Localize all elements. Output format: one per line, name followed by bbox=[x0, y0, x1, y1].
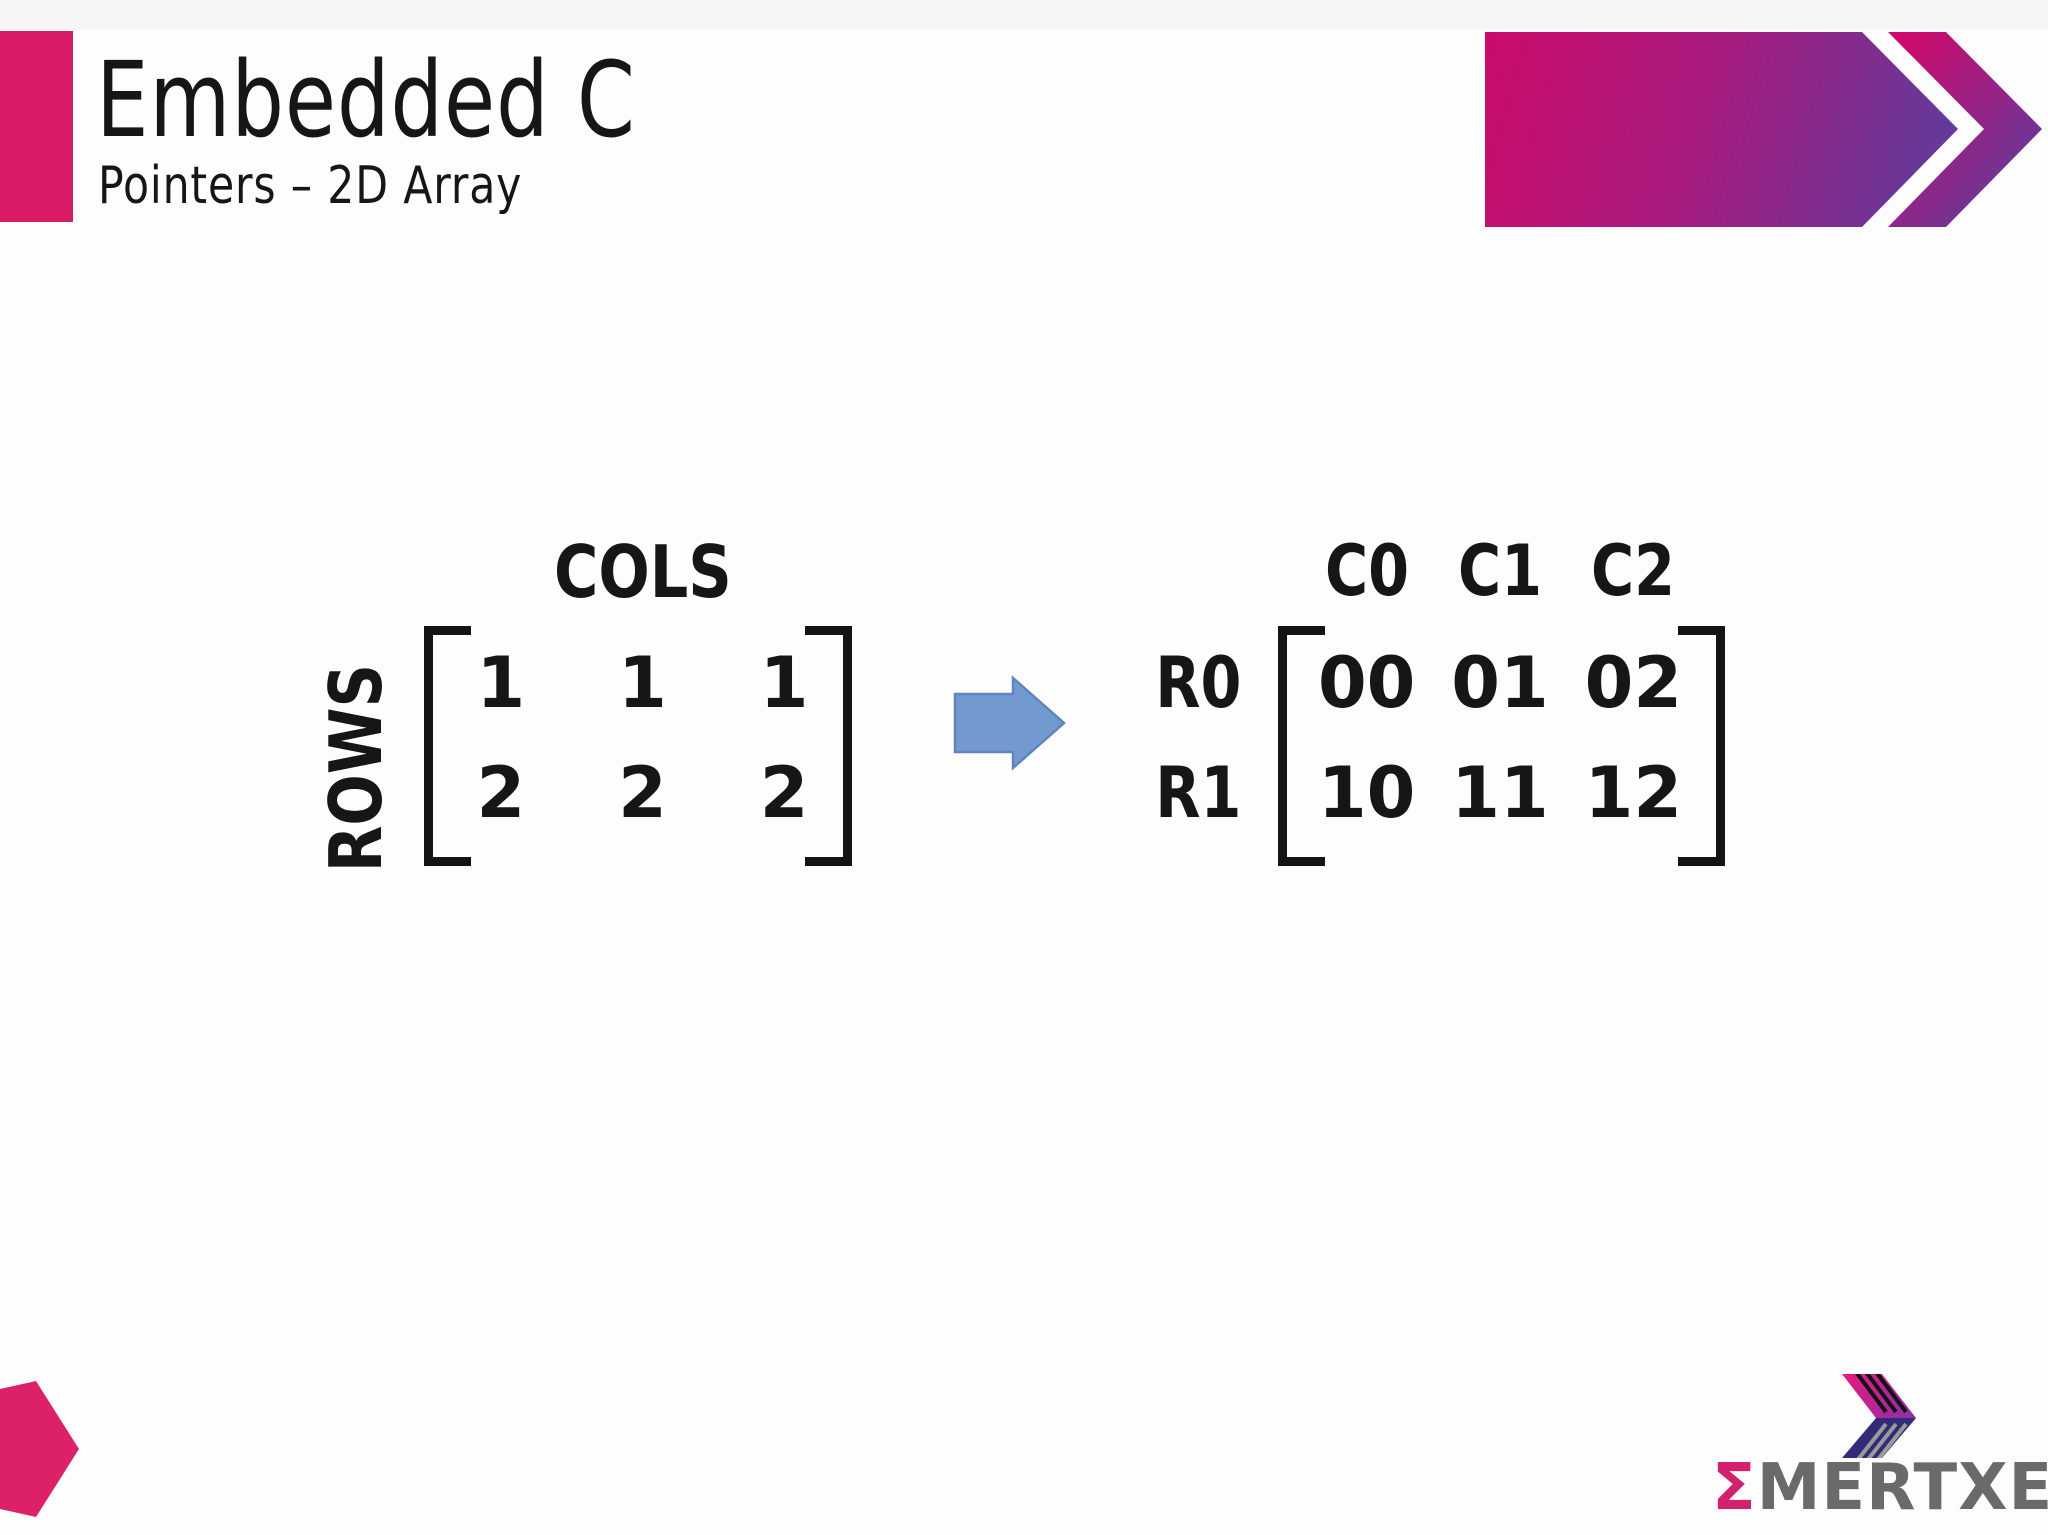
banner-chevron-icon bbox=[1888, 32, 2042, 227]
right-matrix-col-headers: C0 C1 C2 bbox=[1300, 528, 1700, 614]
matrix-cell: 1 bbox=[759, 642, 809, 724]
transform-arrow-icon bbox=[953, 675, 1066, 771]
right-matrix: 00 01 02 10 11 12 bbox=[1300, 628, 1700, 848]
right-matrix-bracket-left bbox=[1278, 626, 1325, 866]
title-accent-bar bbox=[0, 31, 73, 222]
banner-arrow bbox=[1485, 32, 1958, 227]
row-header: R1 bbox=[1155, 752, 1242, 834]
row-header: R0 bbox=[1155, 642, 1242, 724]
logo-text: ΣMERTXE bbox=[1712, 1456, 2048, 1520]
matrix-cell: 1 bbox=[476, 642, 526, 724]
matrix-cell: 2 bbox=[476, 752, 526, 834]
logo-chevron-icon bbox=[1842, 1374, 1916, 1458]
matrix-cell: 01 bbox=[1451, 642, 1549, 724]
cols-label: COLS bbox=[553, 530, 732, 614]
matrix-cell: 2 bbox=[618, 752, 667, 834]
matrix-cell: 10 bbox=[1317, 752, 1416, 834]
matrix-cell: 2 bbox=[759, 752, 809, 834]
left-matrix-bracket-right bbox=[805, 626, 852, 866]
right-matrix-row-headers: R0 R1 bbox=[1110, 628, 1250, 848]
col-header: C2 bbox=[1591, 530, 1676, 612]
matrix-cell: 02 bbox=[1584, 642, 1683, 724]
col-header: C1 bbox=[1457, 530, 1543, 612]
matrix-cell: 12 bbox=[1584, 752, 1683, 834]
col-header: C0 bbox=[1324, 530, 1409, 612]
page-subtitle: Pointers – 2D Array bbox=[98, 156, 523, 216]
page-title: Embedded C bbox=[96, 39, 636, 161]
matrix-cell: 11 bbox=[1451, 752, 1549, 834]
corner-arrow-icon bbox=[0, 1381, 79, 1517]
logo-sigma: Σ bbox=[1712, 1451, 1757, 1525]
left-matrix: 1 1 1 2 2 2 bbox=[430, 628, 855, 848]
matrix-cell: 00 bbox=[1317, 642, 1416, 724]
right-matrix-bracket-right bbox=[1678, 626, 1725, 866]
matrix-cell: 1 bbox=[618, 642, 667, 724]
top-band bbox=[0, 0, 2048, 30]
left-matrix-bracket-left bbox=[424, 626, 471, 866]
logo-name: MERTXE bbox=[1756, 1451, 2048, 1525]
